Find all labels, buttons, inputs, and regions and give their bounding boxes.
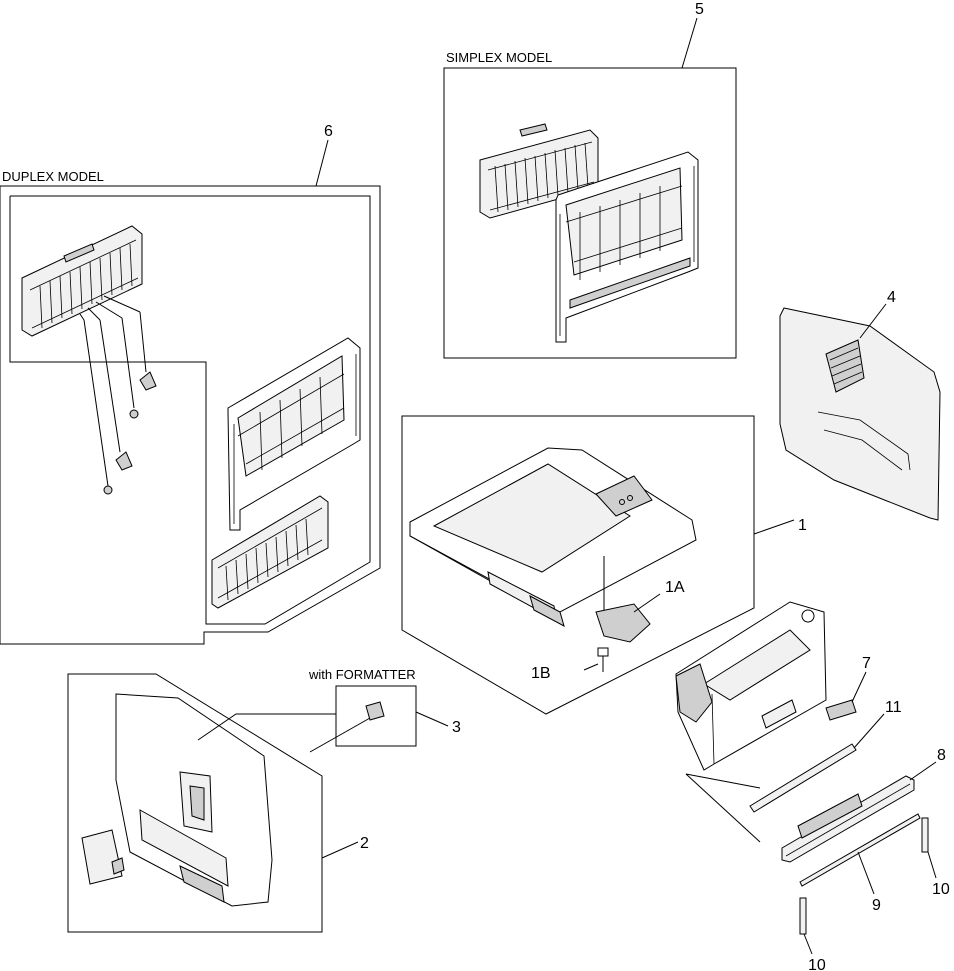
leader-line-1: [753, 519, 795, 535]
leader-line-3: [415, 711, 449, 727]
left-side-cover-part: [675, 601, 827, 771]
callout-10-bottom: 10: [808, 957, 826, 971]
screw-icon: [129, 409, 139, 419]
duplex-model-group: DUPLEX MODEL 6: [0, 123, 381, 645]
leader-line-5: [681, 17, 698, 69]
leader-line-8: [909, 761, 937, 781]
top-cover-part: [409, 447, 697, 627]
leader-line-9: [857, 851, 875, 895]
callout-4: 4: [887, 289, 896, 306]
formatter-caption: with FORMATTER: [308, 667, 416, 682]
callout-6: 6: [324, 123, 333, 140]
front-cover-small-door: [81, 829, 125, 885]
duplex-rear-door: [227, 337, 361, 531]
tray-strip-part: [799, 813, 921, 887]
formatter-leader: [197, 713, 336, 741]
callout-1b: 1B: [531, 665, 551, 682]
duplex-guide-door: [21, 225, 143, 337]
formatter-box: [335, 685, 417, 747]
top-cover-group: 1 1A 1B: [401, 415, 807, 715]
top-cover-box: [401, 415, 755, 715]
callout-1a: 1A: [665, 579, 685, 596]
spring-icon: [139, 371, 157, 391]
leader-line-2: [321, 841, 359, 859]
leader-line-1b: [583, 663, 599, 671]
callout-1: 1: [798, 517, 807, 534]
duplex-lower-guide: [211, 495, 329, 609]
callout-2: 2: [360, 835, 369, 852]
leader-line-4: [859, 303, 887, 339]
leader-line-1a: [633, 593, 661, 613]
screw-icon: [103, 485, 113, 495]
callout-11: 11: [885, 699, 902, 716]
right-side-cover: [779, 307, 941, 521]
pad-part-10-bottom: [799, 897, 807, 935]
tray-leader-a: [685, 773, 761, 789]
right-side-cover-group: 4: [779, 289, 941, 521]
callout-3: 3: [452, 719, 461, 736]
tray-guide-part: [781, 775, 915, 863]
leader-line-11: [853, 713, 885, 749]
simplex-model-group: SIMPLEX MODEL 5: [443, 1, 737, 359]
right-side-cover-vent: [825, 339, 865, 393]
front-cover-group: 2 with FORMATTER 3: [67, 667, 461, 933]
leader-line-10-bottom: [803, 933, 813, 955]
duplex-hardware: [79, 295, 157, 495]
simplex-model-box: [443, 67, 737, 359]
duplex-model-caption: DUPLEX MODEL: [2, 169, 104, 184]
label-part-7: [825, 699, 857, 721]
tray-rail-part: [749, 743, 857, 813]
callout-9: 9: [872, 897, 881, 914]
formatter-part: [365, 701, 385, 721]
pad-part-10-right: [921, 817, 929, 853]
leader-line-7: [851, 671, 867, 703]
left-side-cover-group: 7 11 8 9 10 10: [675, 601, 950, 971]
callout-8: 8: [937, 747, 946, 764]
front-cover-box: [67, 673, 323, 933]
duplex-model-outer-outline: [0, 185, 381, 645]
tray-leader-b: [685, 773, 761, 843]
front-cover-part: [115, 693, 273, 907]
leader-line-10-right: [927, 851, 937, 879]
duplex-model-inner-outline: [9, 195, 371, 625]
callout-5: 5: [695, 1, 704, 18]
spring-icon: [115, 451, 133, 471]
top-cover-latch-part: [595, 603, 651, 643]
simplex-model-caption: SIMPLEX MODEL: [446, 50, 552, 65]
simplex-rear-door: [555, 151, 699, 343]
callout-10-right: 10: [932, 881, 950, 898]
leader-line-6: [315, 139, 329, 187]
top-cover-screw-part: [597, 647, 609, 672]
callout-7: 7: [862, 655, 871, 672]
